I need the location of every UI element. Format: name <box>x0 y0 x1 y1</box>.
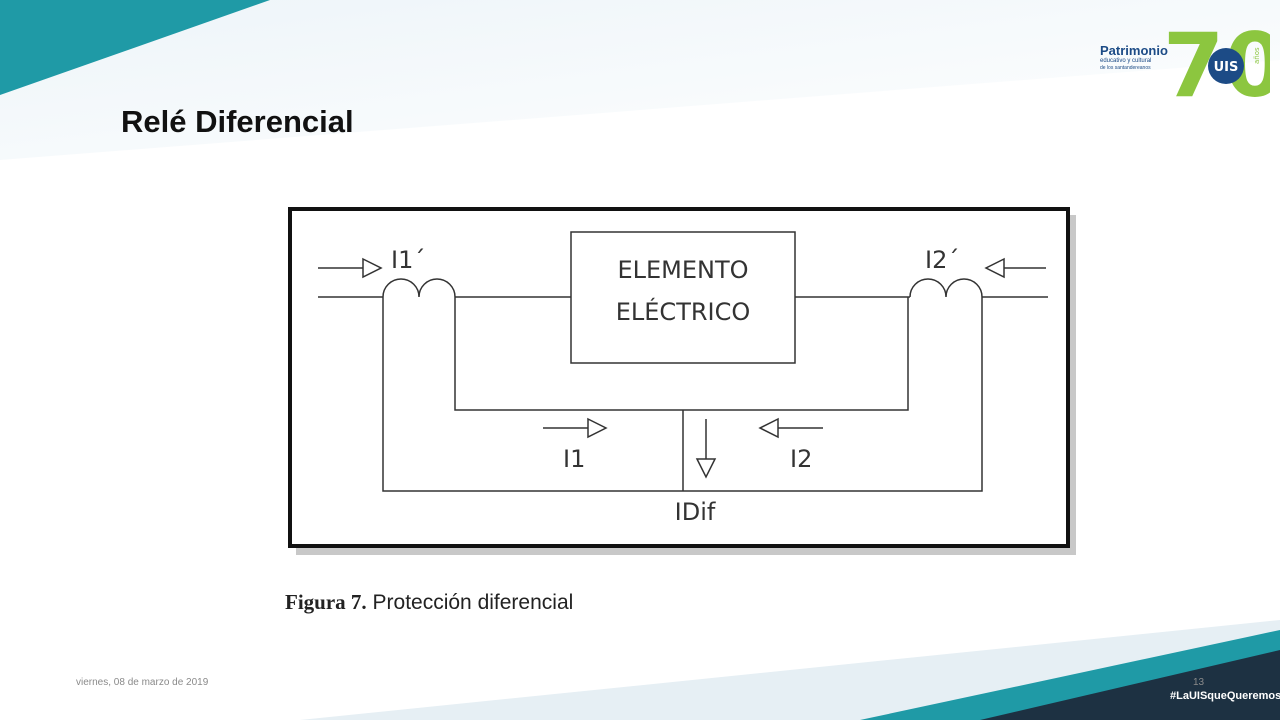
caption-text: Protección diferencial <box>372 591 574 614</box>
ct-left-coil <box>382 278 456 298</box>
arrow-i1 <box>543 417 608 439</box>
caption-label: Figura 7. <box>285 590 367 614</box>
logo-line-2: educativo y cultural <box>1100 58 1152 64</box>
logo-mark: 70 UIS años <box>1163 14 1270 104</box>
figure-caption: Figura 7. Protección diferencial <box>285 590 573 615</box>
slide-title: Relé Diferencial <box>121 104 354 139</box>
element-label-line-2: ELÉCTRICO <box>616 297 751 326</box>
label-i1-prime: I1´ <box>391 246 425 274</box>
logo-line-1: Patrimonio <box>1100 43 1168 58</box>
bottom-navy-wedge <box>980 650 1280 720</box>
arrow-i2 <box>758 417 823 439</box>
uis-70-logo: Patrimonio educativo y cultural de los s… <box>1095 14 1270 104</box>
secondary-inner-loop <box>454 297 909 411</box>
logo-years: años <box>1253 47 1261 64</box>
arrow-idif <box>695 419 717 479</box>
top-light-band <box>0 0 1280 160</box>
ct-right-coil <box>909 278 983 298</box>
logo-line-3: de los santandereanos <box>1100 65 1151 71</box>
label-i2: I2 <box>790 445 812 473</box>
diagram-border <box>288 207 1070 548</box>
label-idif: IDif <box>675 498 716 526</box>
arrow-i1-prime <box>318 257 383 279</box>
element-label-line-1: ELEMENTO <box>617 256 748 284</box>
label-i2-prime: I2´ <box>925 246 959 274</box>
logo-badge-text: UIS <box>1214 60 1239 75</box>
differential-relay-diagram: I1´ I2´ ELEMENTO ELÉCTRICO I1 I2 IDif <box>288 207 1076 555</box>
page-number: 13 <box>1193 677 1205 688</box>
logo-badge-circle <box>1208 48 1244 84</box>
arrow-i2-prime <box>984 257 1046 279</box>
top-teal-wedge <box>0 0 270 95</box>
logo-caption: Patrimonio educativo y cultural de los s… <box>1100 43 1168 72</box>
label-i1: I1 <box>563 445 585 473</box>
footer-date: viernes, 08 de marzo de 2019 <box>76 677 209 688</box>
footer-hashtag: #LaUISqueQueremos <box>1170 690 1280 702</box>
